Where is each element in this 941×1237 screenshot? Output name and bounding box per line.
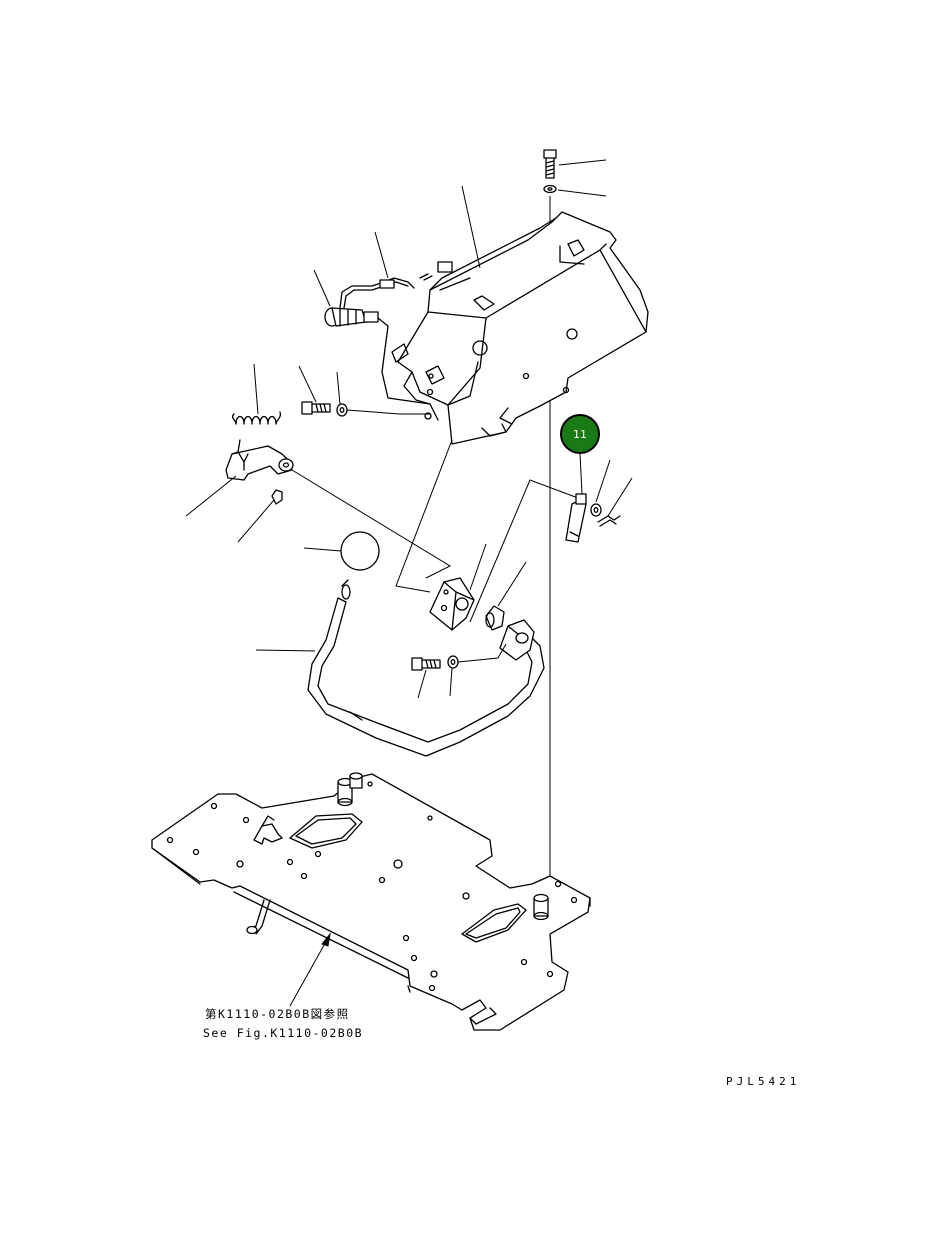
- spring: [231, 411, 282, 425]
- sensor-plug: [324, 307, 379, 327]
- reference-note-jp: 第K1110-02B0B図参照: [205, 1007, 350, 1021]
- wire-harness: [339, 261, 453, 421]
- small-pin: [271, 489, 283, 505]
- reference-note-en: See Fig.K1110-02B0B: [203, 1026, 364, 1040]
- base-plate: [151, 772, 591, 1031]
- cotter-pin: [597, 515, 621, 527]
- lever-bracket: [225, 439, 294, 481]
- bolt-a: [301, 401, 331, 415]
- top-bolt: [543, 149, 557, 179]
- callout-11[interactable]: 11: [560, 414, 600, 495]
- bracket-cover: [391, 211, 649, 445]
- top-washer: [543, 184, 557, 194]
- ball-knob: [340, 531, 380, 571]
- washer-b: [447, 655, 459, 669]
- small-lever: [565, 493, 587, 543]
- callout-11-circle[interactable]: [560, 414, 600, 454]
- handle-mount: [499, 619, 535, 661]
- reference-arrow: [289, 932, 331, 1007]
- drawing-code: PJL5421: [726, 1075, 801, 1088]
- callout-11-label: 11: [573, 428, 587, 441]
- lever-washer: [590, 503, 602, 517]
- bushing: [485, 605, 505, 631]
- washer-a: [336, 403, 348, 417]
- bolt-b: [411, 657, 441, 671]
- switch-block: [429, 577, 475, 631]
